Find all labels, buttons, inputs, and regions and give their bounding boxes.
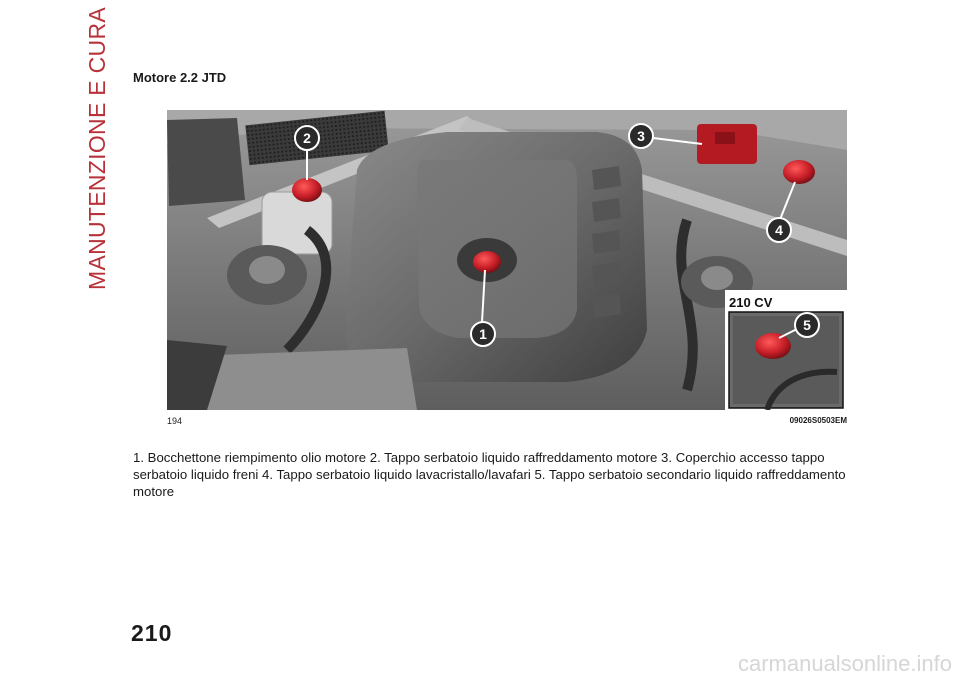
svg-text:4: 4: [775, 222, 783, 238]
figure-number: 194: [167, 416, 183, 426]
chapter-side-title: MANUTENZIONE E CURA: [84, 7, 110, 290]
hose-right: [676, 218, 698, 392]
washer-fluid-cap: [783, 160, 815, 184]
figure-code: 09026S0503EM: [789, 416, 847, 425]
figure-caption: 1. Bocchettone riempimento olio motore 2…: [133, 450, 846, 499]
callout-5: 5: [794, 312, 820, 338]
section-title: Motore 2.2 JTD: [133, 70, 227, 85]
svg-text:5: 5: [803, 317, 811, 333]
callout-3: 3: [628, 123, 654, 149]
callout-leaders: [306, 137, 796, 323]
page-number: 210: [131, 620, 173, 646]
engine-bay-figure: 210 CV 2 1 3 4 5: [167, 110, 847, 410]
inset-label: 210 CV: [729, 295, 773, 310]
battery-box: [167, 118, 245, 206]
oil-filler-cap: [473, 251, 501, 273]
cover-ribs: [592, 166, 621, 318]
svg-text:3: 3: [637, 128, 645, 144]
callouts: 2 1 3 4 5: [294, 123, 820, 347]
engine-illustration: 210 CV 2 1 3 4 5: [167, 110, 847, 410]
coolant-cap: [292, 178, 322, 202]
hose-left: [283, 226, 332, 354]
air-box: [207, 348, 417, 410]
callout-2: 2: [294, 125, 320, 151]
callout-4: 4: [766, 217, 792, 243]
watermark: carmanualsonline.info: [737, 651, 952, 676]
secondary-coolant-cap: [755, 333, 791, 359]
svg-text:2: 2: [303, 130, 311, 146]
svg-text:1: 1: [479, 326, 487, 342]
callout-1: 1: [470, 321, 496, 347]
